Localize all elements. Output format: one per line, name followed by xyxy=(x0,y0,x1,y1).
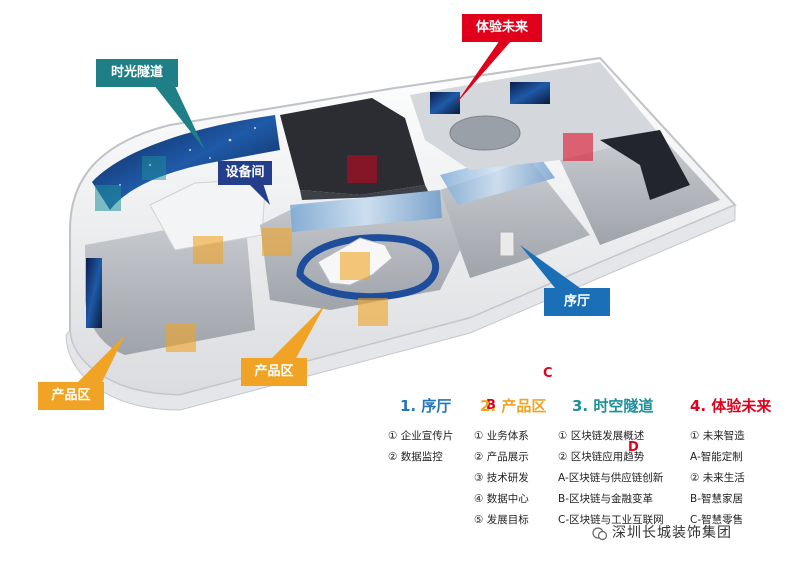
product-highlight-2 xyxy=(262,228,292,256)
legend-item: ④ 数据中心 xyxy=(474,493,529,505)
experience-platform xyxy=(449,115,521,151)
device-room-callout: 设备间 xyxy=(218,161,272,185)
legend-item: B-区块链与金融变革 xyxy=(558,493,653,505)
marker-c: C xyxy=(543,366,553,381)
experience-callout: 体验未来 xyxy=(462,14,542,42)
experience-screen-2 xyxy=(510,82,550,104)
legend-item: C-智慧零售 xyxy=(690,514,744,526)
time-tunnel-room xyxy=(92,115,280,210)
right-room-floor xyxy=(560,135,720,245)
center-display-wall xyxy=(290,190,442,232)
tunnel-highlight-2 xyxy=(142,156,166,180)
legend-tunnel: 3. 时空隧道 ① 区块链发展概述 ② 区块链应用趋势 A-区块链与供应链创新 … xyxy=(558,395,664,531)
experience-highlight xyxy=(563,133,593,161)
legend-item: ① 区块链发展概述 xyxy=(558,430,645,442)
legend-experience-title: 4. 体验未来 xyxy=(690,397,772,415)
wechat-icon xyxy=(592,527,608,541)
experience-screen-1 xyxy=(430,92,460,114)
left-product-callout: 产品区 xyxy=(38,382,104,410)
legend-item: ③ 技术研发 xyxy=(474,472,529,484)
product-highlight-1 xyxy=(193,236,223,264)
legend-experience: 4. 体验未来 ① 未来智造 A-智能定制 ② 未来生活 B-智慧家居 C-智慧… xyxy=(690,395,771,531)
legend-product: 2. 产品区 ① 业务体系 ② 产品展示 ③ 技术研发 ④ 数据中心 ⑤ 发展目… xyxy=(474,395,546,531)
center-product-pointer xyxy=(270,305,325,360)
legend-lobby-title: 1. 序厅 xyxy=(400,397,452,415)
legend-tunnel-title: 3. 时空隧道 xyxy=(572,397,654,415)
tunnel-highlight xyxy=(95,185,121,211)
legend-item: ② 区块链应用趋势 xyxy=(558,451,645,463)
lobby-kiosk xyxy=(499,231,515,257)
left-wall-screen xyxy=(86,258,102,328)
legend-item: A-智能定制 xyxy=(690,451,743,463)
product-highlight-3 xyxy=(166,324,196,352)
experience-pointer xyxy=(455,40,512,105)
lobby-callout: 序厅 xyxy=(544,288,610,316)
tunnel-callout: 时光隧道 xyxy=(96,59,178,87)
product-highlight-4 xyxy=(340,252,370,280)
floor-ring xyxy=(296,234,440,301)
tunnel-stars xyxy=(119,127,256,191)
legend-item: B-智慧家居 xyxy=(690,493,743,505)
legend-item: A-区块链与供应链创新 xyxy=(558,472,664,484)
legend-item: ⑤ 发展目标 xyxy=(474,514,529,526)
legend-item: ② 产品展示 xyxy=(474,451,529,463)
marker-b: B xyxy=(486,398,496,413)
device-highlight xyxy=(347,155,377,183)
watermark-text: 深圳长城装饰集团 xyxy=(612,525,732,541)
dark-room xyxy=(280,98,425,195)
center-product-callout: 产品区 xyxy=(241,358,307,386)
lobby-pointer xyxy=(520,245,580,288)
legend-lobby: 1. 序厅 ① 企业宣传片 ② 数据监控 xyxy=(388,395,453,468)
marker-d: D xyxy=(628,440,639,455)
legend-product-title: 2. 产品区 xyxy=(480,397,547,415)
curved-dark-wall xyxy=(600,130,690,200)
building-base xyxy=(65,204,736,411)
left-product-pointer xyxy=(78,335,125,382)
legend-item: ① 业务体系 xyxy=(474,430,529,442)
legend-item: ① 未来智造 xyxy=(690,430,745,442)
legend-item: ② 数据监控 xyxy=(388,451,443,463)
legend-item: ① 企业宣传片 xyxy=(388,430,454,442)
legend-item: C-区块链与工业互联网 xyxy=(558,514,664,526)
legend-item: ② 未来生活 xyxy=(690,472,745,484)
tunnel-pointer xyxy=(150,80,205,150)
product-highlight-5 xyxy=(358,298,388,326)
device-pointer xyxy=(245,180,270,205)
